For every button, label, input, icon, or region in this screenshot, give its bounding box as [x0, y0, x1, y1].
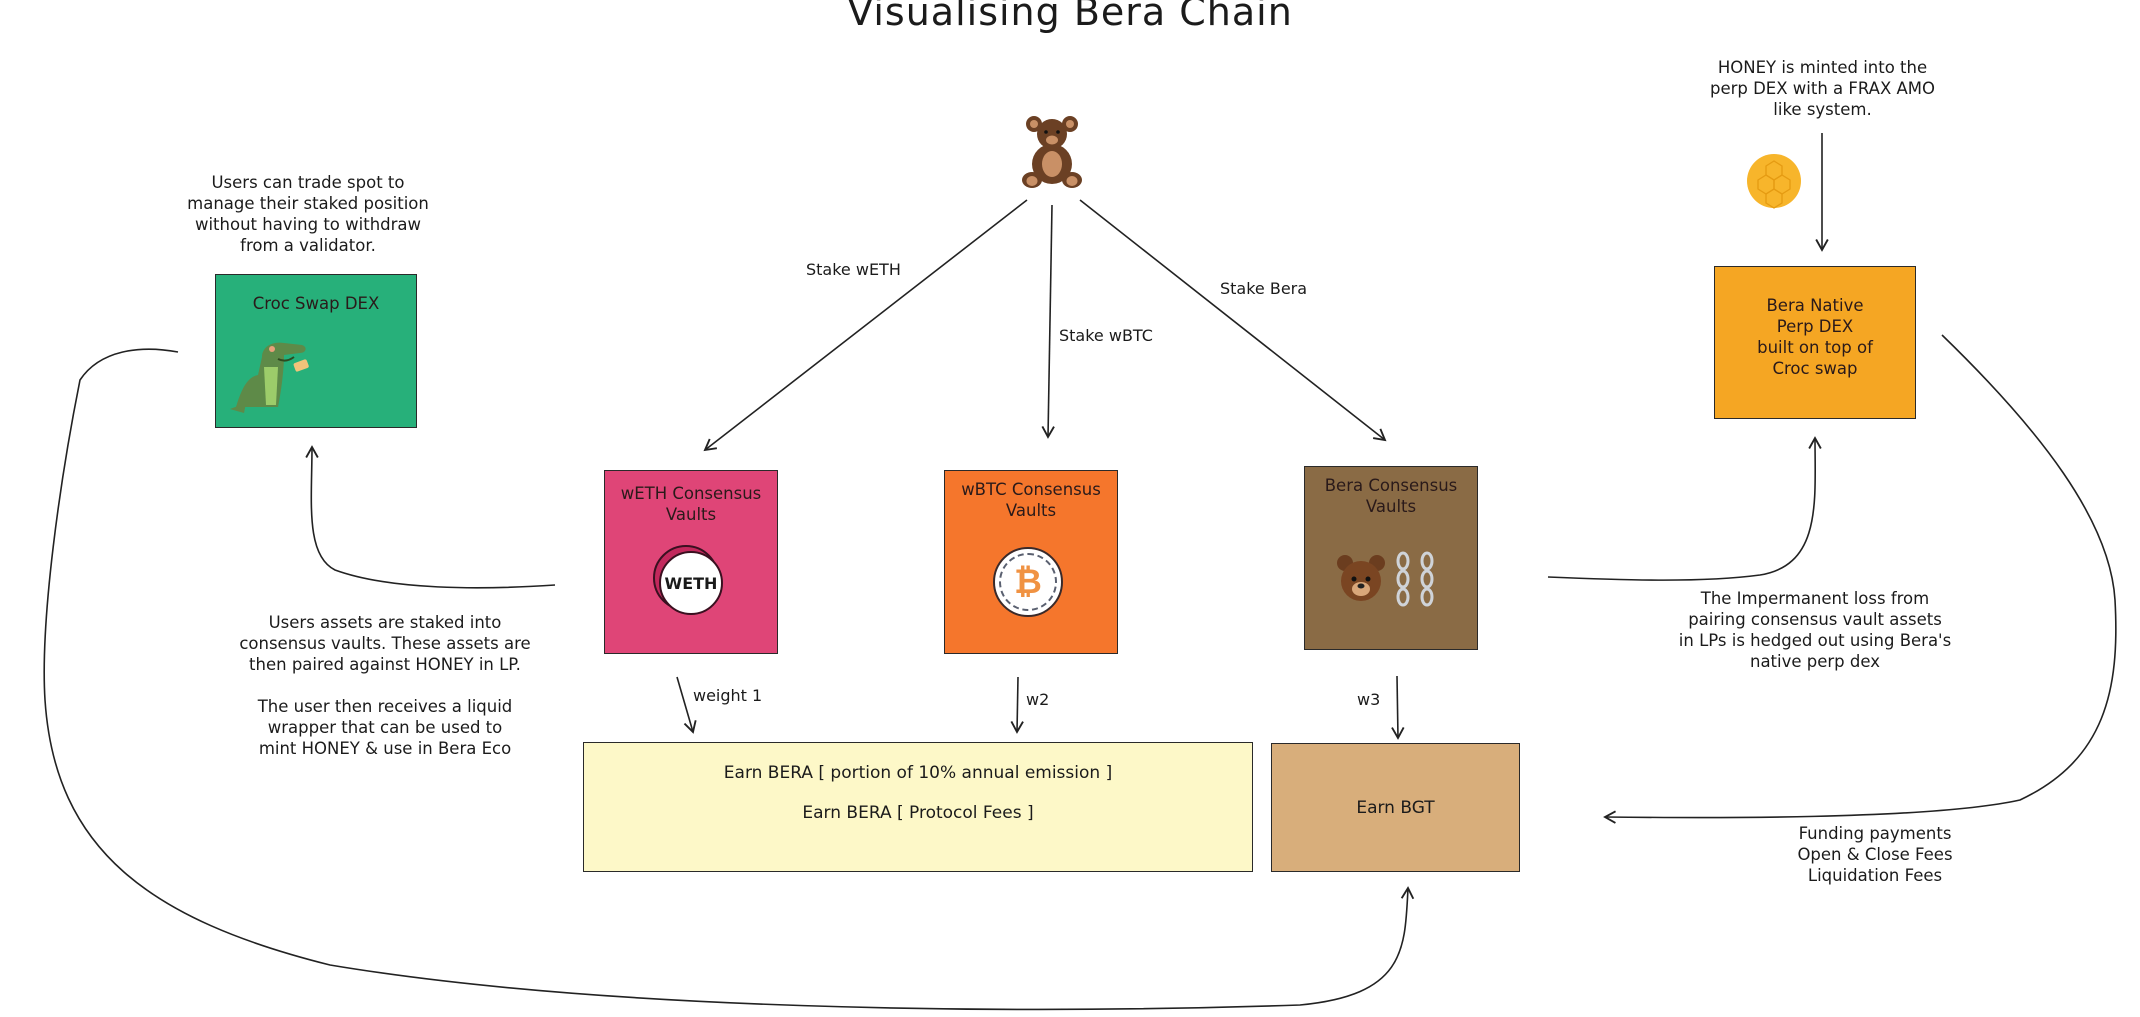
wbtc-vault-box[interactable]: wBTC Consensus Vaults ₿: [944, 470, 1118, 654]
arrow-perp-to-earn: [1603, 334, 2117, 824]
arrow-w3: [1391, 675, 1405, 740]
bear-face-icon: [1337, 555, 1385, 601]
earn-bgt-box[interactable]: Earn BGT: [1271, 743, 1520, 872]
note-users-assets: Users assets are staked into consensus v…: [239, 613, 531, 758]
edge-label-w2: w2: [1026, 690, 1050, 709]
weth-vault-box[interactable]: wETH Consensus Vaults WETH: [604, 470, 778, 654]
edge-label-stake-bera: Stake Bera: [1220, 279, 1308, 298]
croc-swap-dex-title: Croc Swap DEX: [252, 294, 380, 313]
weth-coin-label: WETH: [659, 551, 723, 615]
note-perp-fees: Funding payments Open & Close Fees Liqui…: [1797, 824, 1953, 885]
earn-bera-protocol-fees: Earn BERA [ Protocol Fees ]: [802, 803, 1034, 823]
earn-bera-box[interactable]: Earn BERA [ portion of 10% annual emissi…: [583, 742, 1253, 872]
bitcoin-symbol: ₿: [999, 553, 1057, 611]
edge-label-stake-weth: Stake wETH: [806, 260, 901, 279]
earn-bera-emission: Earn BERA [ portion of 10% annual emissi…: [723, 763, 1113, 783]
wbtc-vault-title: wBTC Consensus Vaults: [961, 480, 1101, 520]
arrow-stake-wbtc: [1041, 204, 1055, 439]
edge-label-stake-wbtc: Stake wBTC: [1059, 326, 1153, 345]
note-honey-minted: HONEY is minted into the perp DEX with a…: [1709, 58, 1936, 119]
bitcoin-coin-icon: ₿: [993, 547, 1063, 617]
weth-coin-icon: WETH: [653, 545, 723, 615]
teddy-bear-icon: [1022, 116, 1082, 188]
honeycomb-icon: [1747, 154, 1801, 209]
arrow-stake-weth: [703, 199, 1028, 452]
chains-icon: [1396, 551, 1434, 607]
bear-chain-icons: [1335, 549, 1455, 613]
perp-dex-box[interactable]: Bera Native Perp DEX built on top of Cro…: [1714, 266, 1916, 419]
arrow-croc-to-bgt: [43, 348, 1415, 1011]
weth-vault-title: wETH Consensus Vaults: [620, 484, 762, 524]
crocodile-icon: [230, 342, 309, 413]
croc-swap-dex-box[interactable]: Croc Swap DEX: [215, 274, 417, 428]
diagram-title: Visualising Bera Chain: [847, 0, 1293, 34]
note-impermanent-loss: The Impermanent loss from pairing consen…: [1678, 589, 1952, 671]
bera-vault-box[interactable]: Bera Consensus Vaults: [1304, 466, 1478, 650]
arrow-weth-to-croc: [305, 445, 556, 589]
bera-vault-title: Bera Consensus Vaults: [1324, 476, 1458, 516]
note-croc-trade: Users can trade spot to manage their sta…: [187, 173, 429, 255]
arrow-weight-1: [676, 676, 697, 734]
arrow-stake-bera: [1079, 199, 1387, 442]
earn-bgt-title: Earn BGT: [1356, 797, 1435, 818]
perp-dex-title: Bera Native Perp DEX built on top of Cro…: [1757, 296, 1873, 378]
arrow-w2: [1010, 676, 1024, 734]
edge-label-weight-1: weight 1: [693, 686, 763, 705]
edge-label-w3: w3: [1357, 690, 1381, 709]
arrow-bera-to-perp: [1547, 436, 1822, 581]
